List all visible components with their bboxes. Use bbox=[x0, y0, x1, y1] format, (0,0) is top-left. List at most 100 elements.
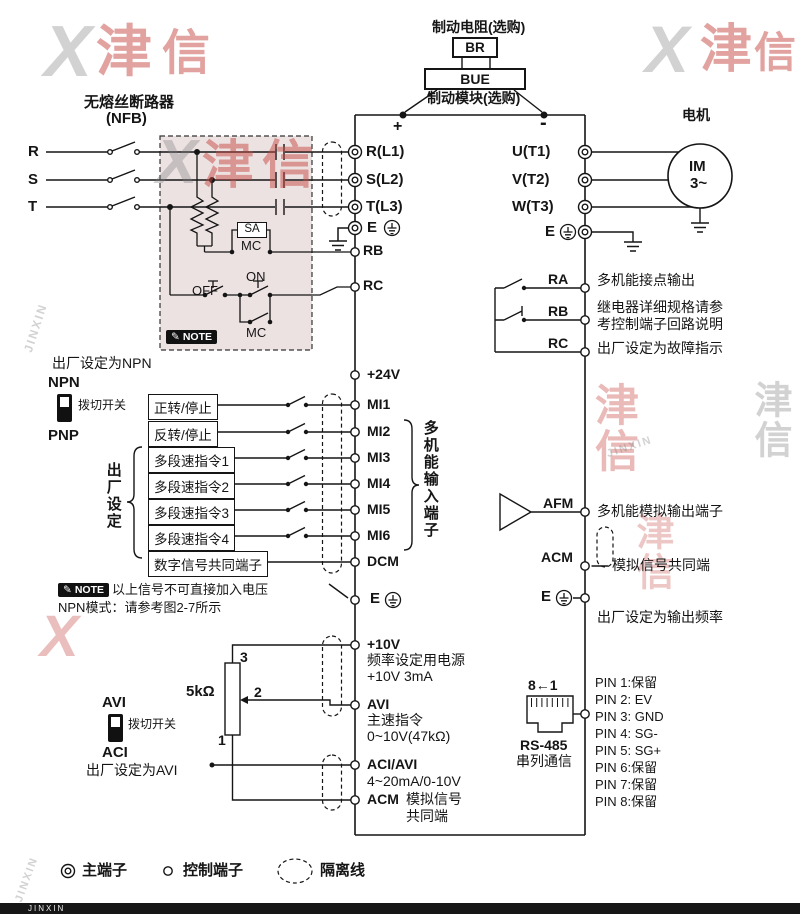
label-10v-desc1: 频率设定用电源 bbox=[367, 652, 465, 668]
pot-value-label: 5kΩ bbox=[186, 683, 215, 700]
note-badge-label: NOTE bbox=[182, 331, 212, 343]
rs485-connector-icon bbox=[526, 695, 581, 733]
terminal-label-ra: RA bbox=[548, 271, 569, 287]
rs485-pin-7: PIN 7:保留 bbox=[595, 777, 658, 792]
label-brake-module: 制动模块(选购) bbox=[427, 90, 521, 106]
terminal-label-mi5: MI5 bbox=[367, 501, 391, 517]
motor-phase-label: 3~ bbox=[690, 175, 708, 192]
pot-pin3-label: 3 bbox=[240, 649, 248, 665]
note-badge: ✎ NOTE bbox=[166, 330, 217, 344]
terminal-label-10v: +10V bbox=[367, 636, 401, 652]
afm-default-desc: 出厂设定为输出频率 bbox=[597, 609, 723, 625]
relay-ra-desc: 多机能接点输出 bbox=[597, 272, 695, 288]
input-box-mi2: 反转/停止 bbox=[148, 421, 218, 447]
relay-rc-desc: 出厂设定为故障指示 bbox=[597, 340, 723, 356]
input-box-dcm: 数字信号共同端子 bbox=[148, 551, 268, 577]
terminal-label-mi1: MI1 bbox=[367, 396, 391, 412]
note-text-line1: 以上信号不可直接加入电压 bbox=[112, 582, 269, 597]
bue-box: BUE bbox=[424, 68, 526, 90]
npn-switch-label: 拨切开关 bbox=[78, 398, 127, 412]
rs485-pin-6: PIN 6:保留 bbox=[595, 760, 658, 775]
terminal-label-acm: ACM bbox=[367, 791, 399, 807]
group-braces bbox=[126, 419, 420, 559]
avi-switch-label: 拨切开关 bbox=[128, 717, 177, 731]
phase-r-label: R bbox=[28, 143, 39, 160]
footer-brand: JINXIN bbox=[28, 904, 66, 913]
motor-im-label: IM bbox=[689, 158, 706, 175]
avi-aci-switch-icon bbox=[108, 714, 123, 742]
br-box: BR bbox=[452, 37, 498, 58]
terminal-label-afm: AFM bbox=[543, 495, 574, 511]
rs485-pin-4: PIN 4: SG- bbox=[595, 726, 658, 741]
terminal-label-acm-right: ACM bbox=[541, 549, 573, 565]
relay-rb-desc2: 考控制端子回路说明 bbox=[597, 316, 723, 332]
inverter-bus-frame bbox=[354, 114, 586, 836]
label-acm-desc1: 模拟信号 bbox=[406, 791, 462, 807]
terminal-label-u-t1: U(T1) bbox=[512, 143, 551, 160]
dc-plus-label: + bbox=[393, 118, 403, 135]
npn-pnp-switch-icon bbox=[57, 394, 72, 422]
legend-main-terminal: 主端子 bbox=[82, 862, 128, 879]
mc-coil-label: MC bbox=[241, 238, 262, 253]
sa-box: SA bbox=[237, 222, 267, 238]
terminal-label-24v: +24V bbox=[367, 366, 401, 382]
input-box-mi4: 多段速指令2 bbox=[148, 473, 236, 499]
label-aci-desc: 4~20mA/0-10V bbox=[367, 773, 461, 789]
motor-title: 电机 bbox=[682, 107, 710, 123]
motor-circle bbox=[667, 143, 733, 209]
rst-input-wires bbox=[46, 141, 349, 215]
rs485-pin-1: PIN 1:保留 bbox=[595, 675, 658, 690]
analog-wires bbox=[209, 644, 351, 801]
terminal-label-rb: RB bbox=[548, 303, 569, 319]
dc-minus-label: - bbox=[540, 112, 547, 134]
terminal-label-mi3: MI3 bbox=[367, 449, 391, 465]
isolation-capsules bbox=[321, 141, 614, 811]
terminal-label-v-t2: V(T2) bbox=[512, 171, 550, 188]
terminal-label-e-mid: E bbox=[370, 590, 381, 607]
legend-control-terminal: 控制端子 bbox=[183, 862, 244, 879]
off-button-label: OFF bbox=[192, 283, 218, 298]
label-brake-resistor: 制动电阻(选购) bbox=[432, 19, 526, 35]
pencil-icon: ✎ bbox=[171, 331, 180, 343]
nfb-title: 无熔丝断路器 bbox=[84, 94, 175, 111]
terminal-label-rb-left: RB bbox=[363, 242, 384, 258]
phase-s-label: S bbox=[28, 171, 39, 188]
note-badge-label: NOTE bbox=[74, 584, 104, 596]
terminal-label-rc-left: RC bbox=[363, 277, 384, 293]
footer-watermark-bar: JINXIN bbox=[0, 903, 800, 914]
note-badge-2: ✎ NOTE bbox=[58, 583, 109, 597]
rs485-pin-3: PIN 3: GND bbox=[595, 709, 664, 724]
multifunction-input-vertical-label: 多机能输入端子 bbox=[421, 420, 439, 539]
acm-right-desc: 模拟信号共同端 bbox=[612, 557, 710, 573]
terminal-label-e-afm: E bbox=[541, 588, 552, 605]
legend-symbols bbox=[60, 858, 313, 884]
terminal-label-aci-avi: ACI/AVI bbox=[367, 756, 418, 772]
rs485-pin-direction: 8←1 bbox=[528, 677, 558, 693]
factory-setting-vertical-label: 出厂设定 bbox=[104, 462, 122, 530]
npn-default-label: 出厂设定为NPN bbox=[52, 355, 152, 371]
mc-aux-label: MC bbox=[246, 325, 267, 340]
terminal-label-e-left: E bbox=[367, 219, 378, 236]
brake-wires bbox=[399, 58, 548, 119]
note-text-line2: NPN模式：请参考图2-7所示 bbox=[58, 600, 222, 615]
label-10v-desc2: +10V 3mA bbox=[367, 668, 433, 684]
pencil-icon: ✎ bbox=[63, 584, 72, 596]
npn-label: NPN bbox=[48, 374, 80, 391]
output-wires bbox=[591, 143, 733, 242]
input-box-mi5: 多段速指令3 bbox=[148, 499, 236, 525]
input-box-mi1: 正转/停止 bbox=[148, 394, 218, 420]
terminal-label-e-right: E bbox=[545, 223, 556, 240]
rs485-name: RS-485 bbox=[520, 737, 568, 753]
rs485-pin-8: PIN 8:保留 bbox=[595, 794, 658, 809]
nfb-subtitle: (NFB) bbox=[106, 110, 147, 127]
relay-rb-desc1: 继电器详细规格请参 bbox=[597, 299, 723, 315]
label-avi-desc1: 主速指令 bbox=[367, 712, 423, 728]
terminal-label-r-l1: R(L1) bbox=[366, 143, 405, 160]
avi-switch-top-label: AVI bbox=[102, 694, 126, 711]
nfb-dashed-box bbox=[159, 135, 313, 351]
pot-pin2-label: 2 bbox=[254, 684, 262, 700]
pnp-label: PNP bbox=[48, 427, 79, 444]
legend-isolation-line: 隔离线 bbox=[320, 862, 366, 879]
on-button-label: ON bbox=[246, 269, 266, 284]
